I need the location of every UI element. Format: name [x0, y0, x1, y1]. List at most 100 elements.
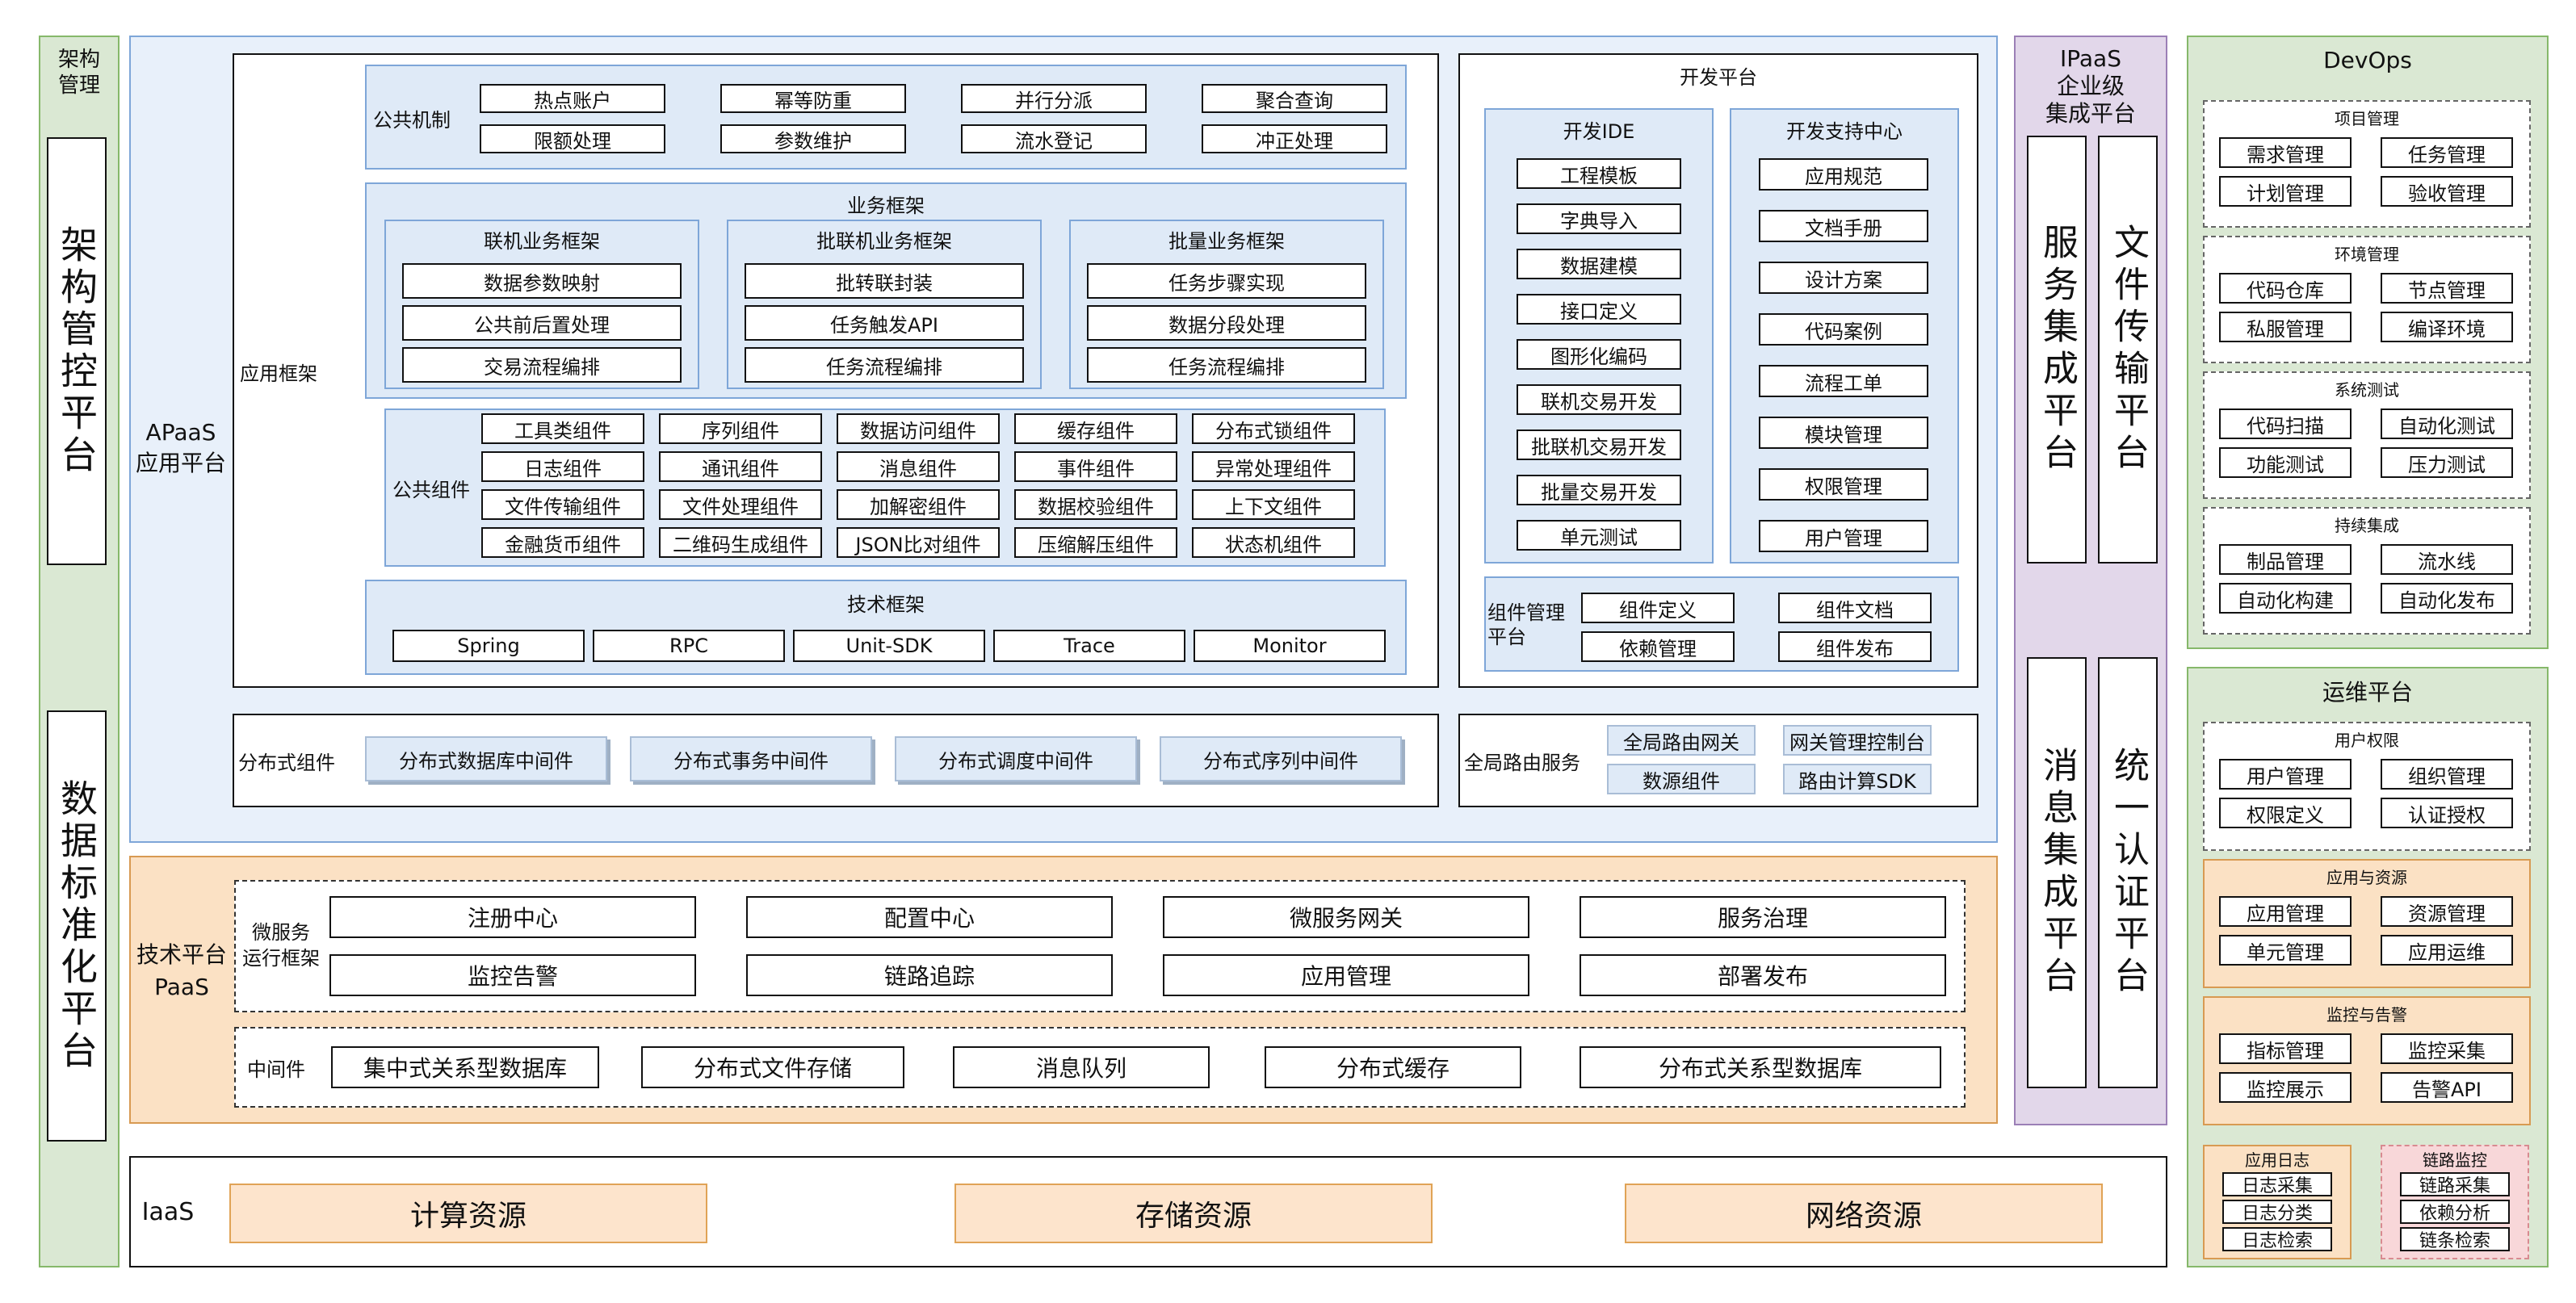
- business-framework-item: 任务触发API: [745, 305, 1024, 341]
- tech-framework-item: Unit-SDK: [793, 630, 985, 662]
- business-framework-item: 交易流程编排: [402, 347, 682, 383]
- dev-support-title: 开发支持中心: [1786, 119, 1903, 143]
- devops-item: 代码仓库: [2219, 273, 2352, 304]
- dev-support-item: 代码案例: [1759, 313, 1928, 346]
- dev-ide-item: 批联机交易开发: [1517, 429, 1681, 460]
- business-framework-group-title: 批联机业务框架: [816, 229, 952, 253]
- ipaas-platform: 消息集成平台: [2027, 657, 2087, 1088]
- business-framework-item: 数据分段处理: [1087, 305, 1366, 341]
- microservice-label: 微服务 运行框架: [242, 921, 320, 970]
- public-mechanism-item: 参数维护: [720, 124, 906, 153]
- public-mechanism-item: 热点账户: [480, 84, 665, 113]
- business-framework-item: 任务流程编排: [1087, 347, 1366, 383]
- component-mgmt-item: 组件文档: [1778, 593, 1932, 623]
- dev-platform-title: 开发平台: [1680, 65, 1757, 89]
- tech-framework-item: RPC: [593, 630, 785, 662]
- public-component-item: 文件处理组件: [659, 489, 822, 520]
- public-component-item: 事件组件: [1014, 451, 1177, 482]
- devops-item: 自动化测试: [2381, 408, 2513, 439]
- public-component-item: 通讯组件: [659, 451, 822, 482]
- public-component-item: JSON比对组件: [837, 527, 1000, 558]
- devops-item: 计划管理: [2219, 176, 2352, 207]
- public-component-item: 分布式锁组件: [1192, 413, 1355, 444]
- public-mechanism-item: 并行分派: [961, 84, 1147, 113]
- ipaas-title: IPaaS 企业级 集成平台: [2045, 45, 2136, 127]
- dev-ide-item: 联机交易开发: [1517, 384, 1681, 415]
- dev-support-item: 设计方案: [1759, 262, 1928, 294]
- middleware-item: 分布式缓存: [1265, 1046, 1521, 1088]
- ops-item: 应用管理: [2219, 896, 2352, 927]
- devops-title: DevOps: [2323, 46, 2412, 73]
- business-framework-item: 任务流程编排: [745, 347, 1024, 383]
- devops-item: 私服管理: [2219, 312, 2352, 342]
- routing-item: 全局路由网关: [1607, 725, 1756, 756]
- public-component-item: 加解密组件: [837, 489, 1000, 520]
- public-component-item: 文件传输组件: [481, 489, 644, 520]
- devops-item: 自动化发布: [2381, 583, 2513, 614]
- public-mechanism-item: 幂等防重: [720, 84, 906, 113]
- public-component-item: 上下文组件: [1192, 489, 1355, 520]
- dev-support-item: 用户管理: [1759, 520, 1928, 552]
- public-component-item: 二维码生成组件: [659, 527, 822, 558]
- tech-framework-item: Trace: [993, 630, 1185, 662]
- iaas-resource-item: 网络资源: [1625, 1184, 2103, 1243]
- ipaas-platform: 文件传输平台: [2098, 136, 2158, 564]
- dev-support-item: 权限管理: [1759, 468, 1928, 501]
- devops-group-title: 持续集成: [2335, 515, 2399, 535]
- ops-item: 资源管理: [2381, 896, 2513, 927]
- ops-item: 告警API: [2381, 1072, 2513, 1103]
- ipaas-platform: 统一认证平台: [2098, 657, 2158, 1088]
- ops-item: 监控展示: [2219, 1072, 2352, 1103]
- ops-group-title: 应用与资源: [2326, 867, 2407, 887]
- routing-item: 数源组件: [1607, 764, 1756, 794]
- distributed-item: 分布式数据库中间件: [365, 736, 607, 781]
- business-framework-title: 业务框架: [847, 194, 925, 217]
- routing-item: 网关管理控制台: [1783, 725, 1932, 756]
- microservice-item: 监控告警: [329, 954, 696, 996]
- dev-support-item: 应用规范: [1759, 158, 1928, 191]
- distributed-item: 分布式序列中间件: [1160, 736, 1402, 781]
- public-component-item: 状态机组件: [1192, 527, 1355, 558]
- dev-ide-item: 字典导入: [1517, 203, 1681, 234]
- ops-item: 认证授权: [2381, 798, 2513, 828]
- dev-support-item: 模块管理: [1759, 417, 1928, 449]
- business-framework-item: 批转联封装: [745, 263, 1024, 299]
- public-components-label: 公共组件: [392, 478, 470, 501]
- ops-trace-title: 链路监控: [2423, 1150, 2487, 1170]
- public-mechanism-item: 流水登记: [961, 124, 1147, 153]
- ops-log-item: 日志分类: [2222, 1200, 2332, 1224]
- ops-item: 监控采集: [2381, 1033, 2513, 1064]
- public-component-item: 序列组件: [659, 413, 822, 444]
- ops-item: 应用运维: [2381, 935, 2513, 966]
- microservice-item: 服务治理: [1580, 896, 1946, 938]
- ops-log-item: 日志采集: [2222, 1172, 2332, 1196]
- iaas-resource-item: 存储资源: [954, 1184, 1433, 1243]
- devops-item: 需求管理: [2219, 137, 2352, 168]
- dev-ide-item: 数据建模: [1517, 249, 1681, 279]
- ops-log-item: 日志检索: [2222, 1227, 2332, 1251]
- public-component-item: 消息组件: [837, 451, 1000, 482]
- devops-item: 验收管理: [2381, 176, 2513, 207]
- component-mgmt-item: 组件发布: [1778, 631, 1932, 662]
- dev-ide-item: 工程模板: [1517, 158, 1681, 189]
- business-framework-group-title: 批量业务框架: [1168, 229, 1285, 253]
- dev-ide-item: 接口定义: [1517, 294, 1681, 325]
- business-framework-item: 公共前后置处理: [402, 305, 682, 341]
- devops-item: 节点管理: [2381, 273, 2513, 304]
- routing-label: 全局路由服务: [1464, 751, 1580, 774]
- microservice-item: 链路追踪: [746, 954, 1113, 996]
- public-component-item: 缓存组件: [1014, 413, 1177, 444]
- devops-item: 压力测试: [2381, 447, 2513, 478]
- public-component-item: 数据访问组件: [837, 413, 1000, 444]
- middleware-item: 分布式文件存储: [641, 1046, 904, 1088]
- devops-item: 功能测试: [2219, 447, 2352, 478]
- dev-support-item: 文档手册: [1759, 210, 1928, 242]
- paas-label: 技术平台 PaaS: [136, 941, 227, 1000]
- dev-ide-item: 批量交易开发: [1517, 475, 1681, 505]
- architecture-management-label: 架构 管理: [57, 48, 100, 98]
- middleware-item: 消息队列: [953, 1046, 1210, 1088]
- microservice-item: 应用管理: [1163, 954, 1529, 996]
- apaas-label: APaaS 应用平台: [135, 419, 226, 476]
- public-component-item: 压缩解压组件: [1014, 527, 1177, 558]
- microservice-item: 微服务网关: [1163, 896, 1529, 938]
